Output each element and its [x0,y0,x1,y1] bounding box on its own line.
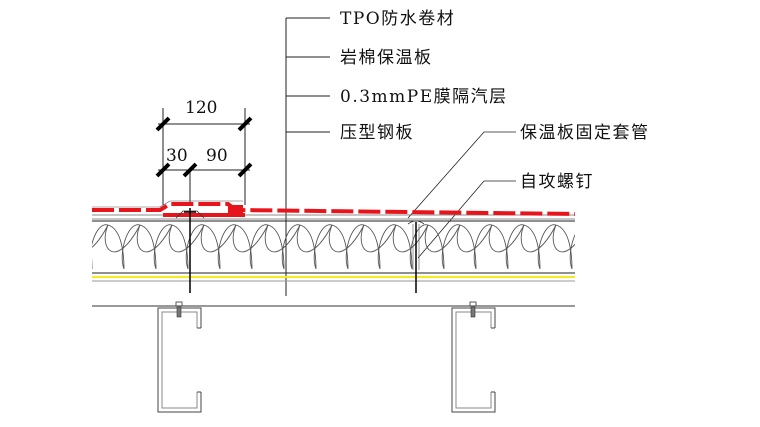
layer-leaders [285,17,330,296]
dim-overall-120: 120 [185,98,217,118]
c-purlin-inner [161,311,198,409]
dim-tick [237,116,253,132]
insulation-loop-cross [296,224,333,253]
dim-part-30: 30 [166,146,188,166]
deck-screw-head [175,301,183,307]
label-self-tapping-screw: 自攻螺钉 [520,172,594,192]
label-profiled-steel-deck: 压型钢板 [340,123,414,143]
tpo-membrane-top-sheet [92,202,576,216]
rockwool-insulation [92,220,652,274]
insulation-loop-cross [488,224,525,253]
deck-screw-shank [470,306,476,318]
tpo-membrane [92,200,576,220]
c-purlin-1 [157,301,202,413]
membrane-outline [92,200,243,208]
insulation-loop-cross [92,224,109,248]
insulation-loop-cross [552,224,575,253]
c-purlin-outer [451,307,496,413]
insulation-loop-cross [264,224,301,253]
dim-tick [182,162,198,178]
dim-tick [155,162,171,178]
insulation-loop-cross [520,224,557,253]
leader-sleeve [407,131,516,219]
insulation-loop-cross [232,224,269,253]
fixing-sleeve-right [407,220,425,225]
fastener-right [407,220,425,293]
dim-ticks [155,116,253,178]
insulation-loop-cross [424,224,461,253]
c-purlins [157,301,496,413]
insulation-loop-cross [456,224,493,253]
c-purlin-outer [157,307,202,413]
leader-screw [417,180,516,259]
insulation-loop-cross [392,224,429,253]
insulation-loop-cross [617,225,652,252]
dim-tick [155,116,171,132]
label-tpo-membrane: TPO防水卷材 [340,9,455,29]
dim-tick [237,162,253,178]
c-purlin-2 [451,301,496,413]
insulation-loop-cross [360,224,397,253]
deck-screw-head [469,301,477,307]
insulation-loop [92,258,93,269]
insulation-loop-cross [136,224,173,253]
insulation-loop-cross [168,224,205,253]
insulation-loop-cross [328,224,365,253]
insulation-pattern [92,224,652,270]
fastener-left [175,208,205,293]
insulation-loop [569,234,575,270]
insulation-loop [602,225,636,269]
fastener-leaders [407,131,516,259]
tpo-hot-air-weld [228,205,243,214]
fixing-sleeve-left [175,210,205,219]
deck-screw-shank [176,306,182,318]
insulation-loop-cross [200,224,237,253]
insulation-loop-cross [585,225,620,252]
dim-part-90: 90 [206,146,228,166]
insulation-loop-cross [104,224,141,253]
label-rockwool-board: 岩棉保温板 [340,48,433,68]
label-insulation-fixing-sleeve: 保温板固定套管 [520,123,650,143]
label-pe-vapor-barrier: 0.3mmPE膜隔汽层 [340,87,508,107]
c-purlin-inner [455,311,492,409]
